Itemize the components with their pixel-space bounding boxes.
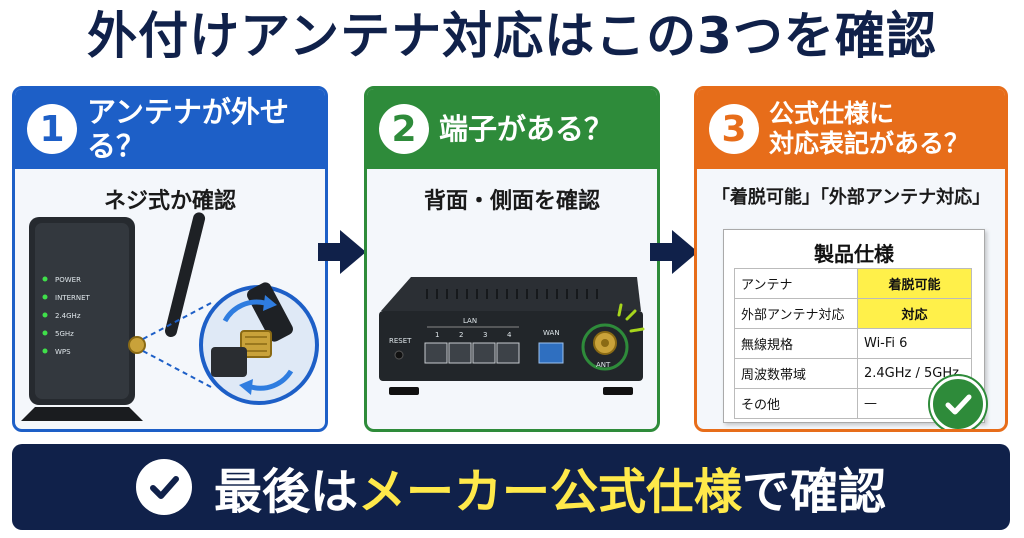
antenna	[165, 212, 206, 337]
ant-label: ANT	[596, 361, 611, 369]
spec-value: Wi-Fi 6	[857, 328, 972, 359]
check-icon	[930, 376, 986, 429]
step-card-terminal: 2 端子がある？ 背面・側面を確認 RESET LAN 1 2 3 4	[364, 86, 660, 432]
lan-port	[496, 342, 520, 364]
rotate-arrow-icon	[250, 369, 294, 391]
bottom-banner: 最後はメーカー公式仕様で確認	[12, 444, 1010, 530]
led-label-wps: WPS	[55, 348, 71, 356]
spec-label: その他	[734, 388, 858, 419]
lan-port-number: 4	[507, 331, 512, 339]
check-circle-icon	[135, 459, 192, 515]
lan-port-number: 3	[483, 331, 487, 339]
step-subtitle: ネジ式か確認	[103, 189, 236, 214]
reset-label: RESET	[389, 337, 412, 345]
bottom-highlight: メーカー公式仕様	[357, 464, 742, 520]
lan-port	[424, 342, 448, 364]
step-subtitle: 「着脱可能」「外部アンテナ対応」	[711, 187, 991, 208]
router-stand	[21, 407, 143, 421]
step-number-badge: 3	[709, 104, 759, 154]
arrow-right-icon	[650, 230, 698, 274]
lan-port	[472, 342, 496, 364]
router-illustration: POWER INTERNET 2.4GHz 5GHz WPS	[21, 212, 319, 421]
led-label-24ghz: 2.4GHz	[55, 312, 81, 320]
spec-value: 対応	[857, 298, 972, 329]
spec-value: 着脱可能	[857, 268, 972, 299]
lan-port-number: 1	[435, 331, 439, 339]
status-leds: POWER INTERNET 2.4GHz 5GHz WPS	[42, 276, 91, 356]
spec-table: アンテナ 着脱可能 外部アンテナ対応 対応 無線規格 Wi-Fi 6 周波数帯域…	[734, 268, 972, 419]
bottom-message: 最後はメーカー公式仕様で確認	[213, 464, 887, 520]
step-card-header: 3 公式仕様に 対応表記がある？	[697, 89, 1005, 169]
lan-group-label: LAN	[463, 317, 477, 325]
wan-port	[538, 342, 564, 364]
spec-label: アンテナ	[734, 268, 858, 299]
led-label-power: POWER	[55, 276, 81, 284]
step-card-official-spec: 3 公式仕様に 対応表記がある？ 「着脱可能」「外部アンテナ対応」 製品仕様 ア…	[694, 86, 1008, 432]
spec-title: 製品仕様	[814, 242, 894, 266]
spec-label: 周波数帯域	[734, 358, 858, 389]
rotate-arrow-icon	[222, 299, 266, 323]
led-label-internet: INTERNET	[55, 294, 91, 302]
spec-label: 外部アンテナ対応	[734, 298, 858, 329]
lan-port-number: 2	[459, 331, 463, 339]
step-heading: 公式仕様に 対応表記がある？	[769, 99, 970, 158]
sparkle-icon	[617, 303, 645, 333]
arrow-right-icon	[318, 230, 366, 274]
step-heading: アンテナが外せる？	[87, 95, 289, 163]
reset-button	[394, 350, 404, 360]
table-row: アンテナ 着脱可能	[734, 268, 972, 299]
spec-sheet: 製品仕様 アンテナ 着脱可能 外部アンテナ対応 対応 無線規格 Wi-Fi 6 …	[723, 229, 986, 429]
antenna-connector	[128, 336, 146, 354]
table-row: 周波数帯域 2.4GHz / 5GHz	[734, 358, 972, 389]
step-subtitle: 背面・側面を確認	[423, 189, 600, 214]
router-back-illustration: RESET LAN 1 2 3 4 WAN ANT	[379, 277, 645, 395]
step-card-antenna-removable: 1 アンテナが外せる？ ネジ式か確認 POWER INTERNET 2.4GHz…	[12, 86, 328, 432]
step-card-header: 1 アンテナが外せる？	[15, 89, 325, 169]
ant-highlight-ring	[581, 323, 629, 371]
step-heading: 端子がある？	[439, 112, 614, 146]
step-card-header: 2 端子がある？	[367, 89, 657, 169]
wan-label: WAN	[543, 329, 560, 337]
step-number-badge: 2	[379, 104, 429, 154]
spec-label: 無線規格	[734, 328, 858, 359]
table-row: 無線規格 Wi-Fi 6	[734, 328, 972, 359]
page-title: 外付けアンテナ対応はこの3つを確認	[87, 7, 937, 65]
step-number-badge: 1	[27, 104, 77, 154]
lan-port	[448, 342, 472, 364]
led-label-5ghz: 5GHz	[55, 330, 74, 338]
table-row: 外部アンテナ対応 対応	[734, 298, 972, 329]
